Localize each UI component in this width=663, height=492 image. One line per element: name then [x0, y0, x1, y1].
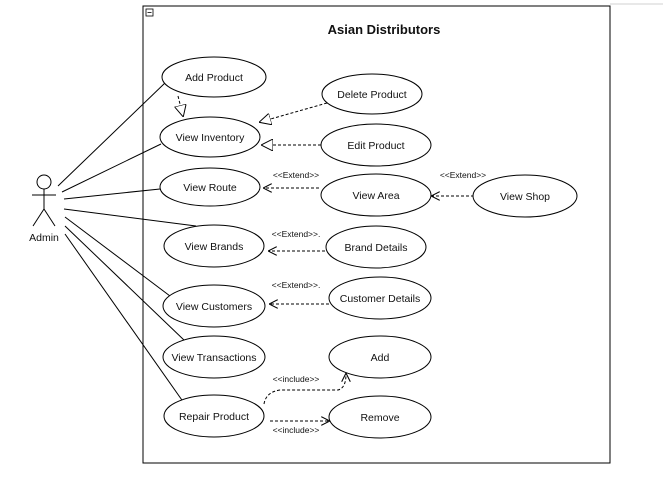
stereotype-remove-include: <<include>>	[273, 425, 320, 435]
assoc-view-customers	[64, 216, 171, 297]
actor-label: Admin	[29, 232, 59, 244]
gen-delete-to-inventory	[260, 102, 328, 122]
stereotype-add-include: <<include>>	[273, 374, 320, 384]
stereotype-area-extend: <<Extend>>	[440, 170, 486, 180]
usecase-view-customers-label: View Customers	[176, 301, 252, 313]
usecase-repair-product[interactable]	[163, 394, 265, 438]
collapse-icon[interactable]	[145, 8, 154, 17]
stereotype-brand-extend: <<Extend>>.	[272, 229, 321, 239]
include-add	[263, 374, 346, 405]
assoc-repair-product	[64, 233, 185, 404]
usecase-view-area-label: View Area	[352, 190, 399, 202]
usecase-view-shop[interactable]	[472, 174, 578, 218]
usecase-view-customers[interactable]	[162, 284, 266, 328]
usecase-view-inventory-label: View Inventory	[176, 132, 245, 144]
assoc-view-brands	[63, 208, 197, 227]
assoc-view-inventory	[61, 143, 162, 193]
usecase-view-transactions[interactable]	[162, 335, 266, 379]
assoc-view-transactions	[64, 225, 186, 342]
assoc-add-product	[57, 81, 167, 187]
usecase-view-transactions-label: View Transactions	[171, 352, 256, 364]
usecase-view-brands[interactable]	[163, 224, 265, 268]
usecase-customer-details-label: Customer Details	[340, 293, 421, 305]
usecase-edit-product[interactable]	[320, 123, 432, 167]
actor-admin[interactable]	[32, 174, 56, 227]
stereotype-route-extend: <<Extend>>	[273, 170, 319, 180]
usecase-view-brands-label: View Brands	[185, 241, 244, 253]
gen-add-to-inventory	[178, 95, 183, 116]
usecase-add[interactable]	[328, 335, 432, 379]
usecase-view-route-label: View Route	[183, 182, 237, 194]
usecase-view-area[interactable]	[320, 173, 432, 217]
usecase-customer-details[interactable]	[328, 276, 432, 320]
usecase-add-product-label: Add Product	[185, 72, 243, 84]
usecase-add-product[interactable]	[161, 56, 267, 98]
usecase-remove-label: Remove	[360, 412, 399, 424]
usecase-repair-product-label: Repair Product	[179, 411, 249, 423]
relations	[178, 95, 474, 421]
associations	[57, 81, 197, 404]
usecase-view-shop-label: View Shop	[500, 191, 550, 203]
usecase-delete-product[interactable]	[321, 73, 423, 115]
usecase-brand-details-label: Brand Details	[344, 242, 407, 254]
usecase-view-inventory[interactable]	[159, 116, 261, 158]
usecase-view-route[interactable]	[159, 167, 261, 207]
usecase-remove[interactable]	[328, 395, 432, 439]
stereotype-customer-extend: <<Extend>>.	[272, 280, 321, 290]
usecase-brand-details[interactable]	[325, 225, 427, 269]
system-title: Asian Distributors	[328, 22, 441, 37]
usecase-add-label: Add	[371, 352, 390, 364]
usecase-delete-product-label: Delete Product	[337, 89, 407, 101]
assoc-view-route	[63, 188, 161, 200]
usecase-edit-product-label: Edit Product	[347, 140, 404, 152]
